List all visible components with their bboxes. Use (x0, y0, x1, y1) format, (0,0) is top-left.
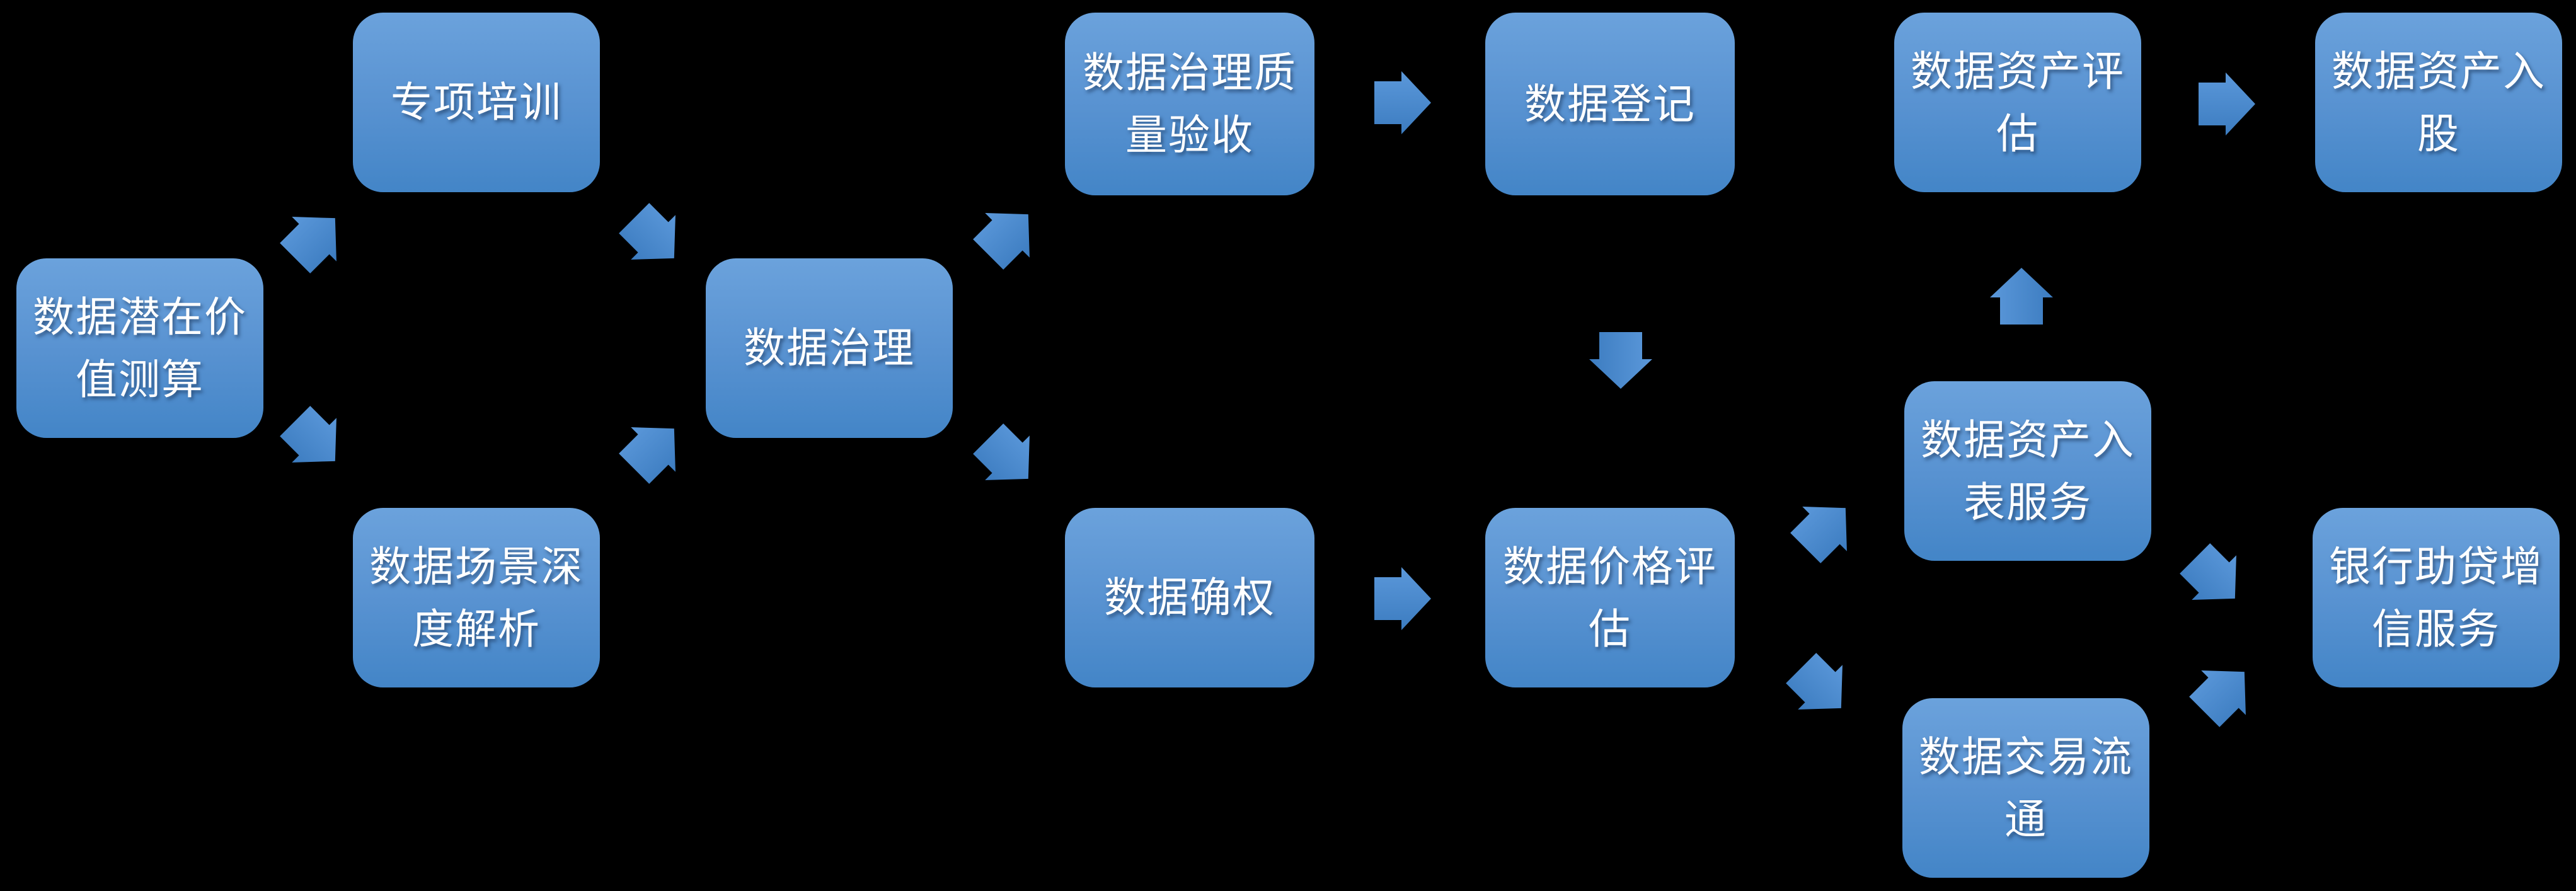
arrow-shape (619, 203, 676, 260)
node-data-price-evaluation: 数据价格评 估 (1485, 508, 1735, 687)
arrow-icon-special-training-to-data-governance (619, 203, 676, 260)
arrow-icon-data-scenario-deep-analysis-to-data-governance (619, 427, 676, 484)
node-label-data-asset-equity-investment: 数据资产入 股 (2332, 47, 2546, 158)
node-label-bank-loan-credit-enhancement-service: 银行助贷增 信服务 (2329, 542, 2543, 653)
node-label-data-asset-on-balance-sheet-service: 数据资产入 表服务 (1921, 415, 2135, 527)
arrow-icon-data-asset-on-balance-sheet-service-to-data-asset-evaluation (1990, 268, 2053, 325)
arrow-shape (2189, 670, 2246, 727)
node-label-special-training: 专项培训 (391, 78, 562, 127)
arrow-icon-data-price-evaluation-to-data-asset-on-balance-sheet-service (1790, 507, 1847, 563)
arrow-shape (2180, 543, 2236, 600)
arrow-icon-data-governance-to-data-rights-confirmation (973, 423, 1030, 480)
arrow-icon-data-price-evaluation-to-data-trading-circulation (1786, 653, 1843, 710)
node-label-data-registration: 数据登记 (1524, 79, 1696, 129)
node-special-training: 专项培训 (353, 13, 600, 192)
arrow-shape (1790, 507, 1847, 563)
node-bank-loan-credit-enhancement-service: 银行助贷增 信服务 (2313, 508, 2560, 687)
node-data-registration: 数据登记 (1485, 13, 1735, 195)
node-label-data-potential-value-estimation: 数据潜在价 值测算 (33, 292, 247, 404)
arrow-icon-data-potential-value-estimation-to-special-training (280, 217, 336, 273)
node-label-data-trading-circulation: 数据交易流 通 (1919, 732, 2133, 844)
arrow-shape (280, 217, 336, 273)
arrow-shape (280, 406, 336, 463)
arrow-shape (1374, 567, 1431, 630)
arrow-shape (1786, 653, 1843, 710)
arrow-icon-data-rights-confirmation-to-data-price-evaluation (1374, 567, 1431, 630)
node-label-data-scenario-deep-analysis: 数据场景深 度解析 (369, 542, 584, 653)
node-data-trading-circulation: 数据交易流 通 (1902, 698, 2149, 878)
arrow-icon-data-asset-evaluation-to-data-asset-equity-investment (2199, 72, 2255, 135)
arrow-shape (1589, 332, 1652, 389)
node-data-asset-evaluation: 数据资产评 估 (1894, 13, 2141, 192)
node-data-governance-quality-acceptance: 数据治理质 量验收 (1065, 13, 1314, 195)
node-data-governance: 数据治理 (706, 258, 953, 438)
node-data-scenario-deep-analysis: 数据场景深 度解析 (353, 508, 600, 687)
node-label-data-governance: 数据治理 (744, 324, 915, 372)
arrow-icon-data-governance-quality-acceptance-to-data-registration (1374, 71, 1431, 134)
node-data-rights-confirmation: 数据确权 (1065, 508, 1314, 687)
node-label-data-asset-evaluation: 数据资产评 估 (1911, 47, 2125, 158)
node-data-potential-value-estimation: 数据潜在价 值测算 (16, 258, 263, 438)
node-label-data-price-evaluation: 数据价格评 估 (1503, 542, 1717, 653)
arrow-icon-data-potential-value-estimation-to-data-scenario-deep-analysis (280, 406, 336, 463)
arrow-shape (619, 427, 676, 484)
arrow-shape (2199, 72, 2255, 135)
arrow-shape (973, 213, 1030, 270)
node-data-asset-equity-investment: 数据资产入 股 (2315, 13, 2562, 192)
arrow-icon-data-governance-to-data-governance-quality-acceptance (973, 213, 1030, 270)
node-data-asset-on-balance-sheet-service: 数据资产入 表服务 (1904, 381, 2151, 561)
node-label-data-governance-quality-acceptance: 数据治理质 量验收 (1083, 49, 1297, 159)
arrow-shape (973, 423, 1030, 480)
arrow-icon-data-asset-on-balance-sheet-service-to-bank-loan-credit-enhancement-service (2180, 543, 2236, 600)
arrow-shape (1990, 268, 2053, 325)
node-label-data-rights-confirmation: 数据确权 (1104, 573, 1275, 622)
arrow-shape (1374, 71, 1431, 134)
arrow-icon-data-trading-circulation-to-bank-loan-credit-enhancement-service (2189, 670, 2246, 727)
arrow-icon-data-registration-to-data-price-evaluation (1589, 332, 1652, 389)
